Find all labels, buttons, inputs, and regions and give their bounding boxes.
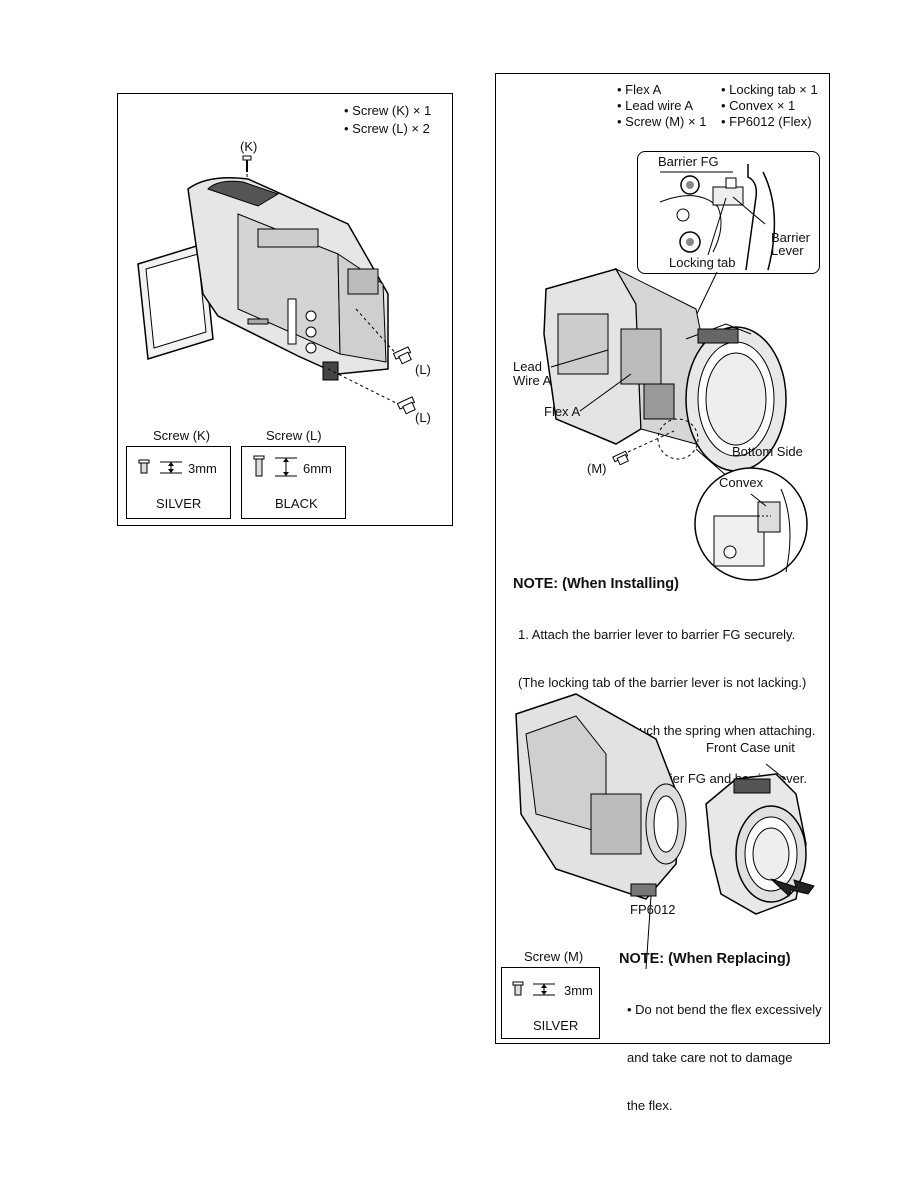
callout-l-2: (L) (415, 410, 431, 425)
parts-item: • FP6012 (Flex) (721, 114, 812, 129)
note-line: • Do not bend the flex excessively (627, 1002, 822, 1017)
barrier-fg-label: Barrier FG (658, 154, 719, 169)
barrier-lever-label-1: Barrier (771, 230, 811, 245)
convex-label: Convex (719, 475, 764, 490)
screw-m-title: Screw (M) (524, 949, 584, 964)
screw-k-icon (242, 155, 252, 172)
note-line: 1. Attach the barrier lever to barrier F… (518, 627, 796, 642)
note-line: the flex. (627, 1098, 673, 1113)
screw-l-length: 6mm (303, 461, 332, 476)
bottom-side-label: Bottom Side (732, 444, 803, 459)
screw-l-title: Screw (L) (266, 428, 322, 443)
parts-item: • Screw (M) × 1 (617, 114, 707, 129)
left-procedure-panel: • Screw (K) × 1 • Screw (L) × 2 (K) (L) … (117, 93, 453, 526)
parts-item: • Flex A (617, 82, 662, 97)
left-parts-list: • Screw (K) × 1 • Screw (L) × 2 (344, 103, 431, 137)
front-case-unit-label: Front Case unit (706, 740, 795, 755)
parts-item: • Convex × 1 (721, 98, 796, 113)
note-replacing-list: • Do not bend the flex excessively and t… (627, 970, 822, 1146)
screw-l-icon (355, 308, 412, 365)
flex-a-label: Flex A (544, 404, 581, 419)
right-parts-col1: • Flex A • Lead wire A • Screw (M) × 1 (617, 82, 706, 130)
right-procedure-panel: • Flex A • Lead wire A • Screw (M) × 1 •… (495, 73, 830, 1113)
screw-k-spec-icon (138, 459, 182, 474)
barrier-detail-inset: Barrier FG Barrier Lever Locking tab (637, 151, 820, 274)
right-parts-col2: • Locking tab × 1 • Convex × 1 • FP6012 … (721, 82, 818, 130)
screw-l-color: BLACK (275, 496, 318, 511)
screw-l-icon (327, 368, 416, 415)
barrier-lever-label-2: Lever (771, 243, 804, 258)
lead-wire-label-2: Wire A (513, 373, 552, 388)
parts-item: • Screw (L) × 2 (344, 121, 430, 136)
note-line: (The locking tab of the barrier lever is… (518, 675, 807, 690)
front-case-removal-illustration (543, 267, 808, 581)
screw-m-color: SILVER (533, 1018, 579, 1033)
parts-item: • Lead wire A (617, 98, 694, 113)
fp6012-label: FP6012 (630, 902, 676, 917)
screw-m-spec-icon (512, 981, 555, 996)
callout-m: (M) (587, 461, 607, 476)
screw-m-length: 3mm (564, 983, 593, 998)
screw-m-icon (612, 430, 675, 466)
lead-wire-label-1: Lead (513, 359, 542, 374)
parts-item: • Screw (K) × 1 (344, 103, 432, 118)
barrier-detail-illustration (659, 164, 776, 271)
front-case-separation-illustration (515, 693, 815, 970)
note-installing-title: NOTE: (When Installing) (513, 576, 679, 592)
callout-k: (K) (240, 139, 258, 154)
screw-k-color: SILVER (156, 496, 202, 511)
note-replacing-title: NOTE: (When Replacing) (619, 951, 791, 967)
screw-k-title: Screw (K) (153, 428, 211, 443)
screw-l-spec-box: 6mm BLACK (241, 446, 346, 519)
callout-l-1: (L) (415, 362, 431, 377)
parts-item: • Locking tab × 1 (721, 82, 818, 97)
screw-m-spec-box: 3mm SILVER (501, 967, 600, 1039)
screw-l-spec-icon (253, 455, 297, 477)
screw-k-length: 3mm (188, 461, 217, 476)
screw-k-spec-box: 3mm SILVER (126, 446, 231, 519)
note-line: and take care not to damage (627, 1050, 793, 1065)
locking-tab-label: Locking tab (669, 255, 736, 270)
camcorder-rear-illustration (137, 155, 416, 415)
